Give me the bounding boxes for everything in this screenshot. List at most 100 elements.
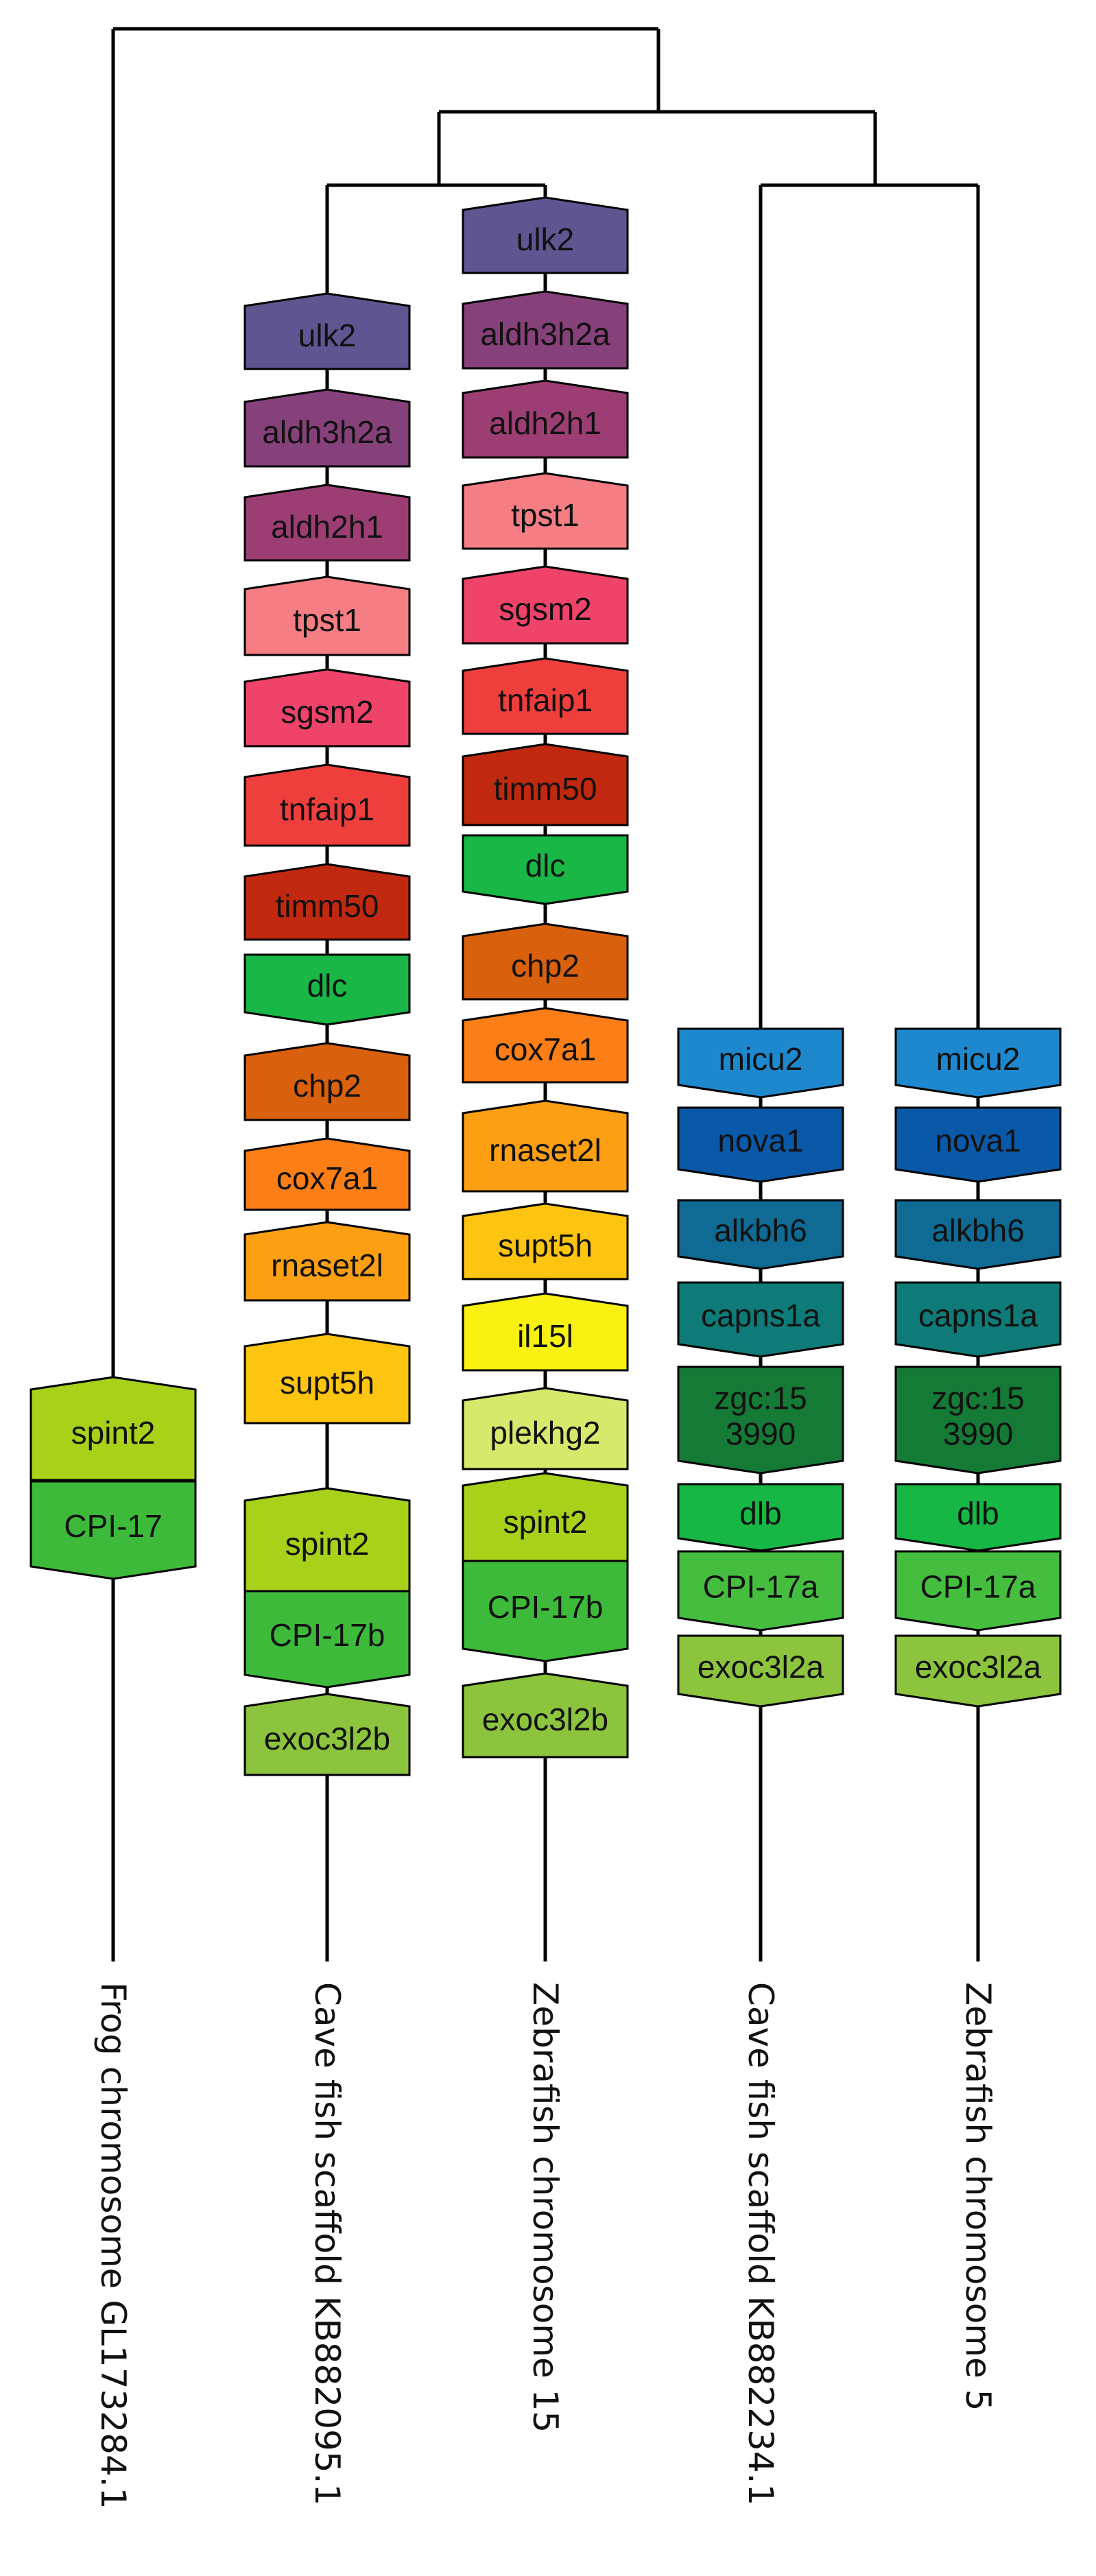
- gene-label: 3990: [943, 1416, 1013, 1452]
- gene-label: spint2: [71, 1415, 156, 1451]
- gene-arrow: [243, 292, 411, 370]
- gene-arrow: [462, 1560, 629, 1662]
- gene-label: plekhg2: [490, 1415, 600, 1451]
- gene-arrow: [894, 1634, 1062, 1708]
- gene-arrow: [677, 1365, 844, 1475]
- gene-block: dlb: [894, 1483, 1062, 1552]
- gene-arrow: [243, 388, 411, 468]
- gene-block: plekhg2: [462, 1387, 629, 1470]
- gene-arrow: [894, 1027, 1062, 1099]
- gene-arrow: [243, 1137, 411, 1211]
- gene-block: CPI-17b: [462, 1560, 629, 1662]
- gene-block: capns1a: [894, 1281, 1062, 1358]
- gene-arrow: [677, 1281, 844, 1358]
- gene-arrow: [677, 1199, 844, 1270]
- gene-arrow: [462, 290, 629, 370]
- gene-arrow: [29, 1480, 197, 1580]
- gene-arrow: [243, 763, 411, 847]
- gene-arrow: [462, 1007, 629, 1084]
- gene-block: ulk2: [462, 196, 629, 274]
- gene-label: CPI-17b: [270, 1617, 385, 1653]
- gene-block: cox7a1: [462, 1007, 629, 1084]
- gene-arrow: [243, 484, 411, 562]
- gene-block: timm50: [462, 743, 629, 826]
- gene-label: aldh2h1: [489, 405, 601, 441]
- gene-arrow: [462, 1292, 629, 1372]
- gene-block: alkbh6: [677, 1199, 844, 1270]
- gene-label: alkbh6: [931, 1213, 1025, 1248]
- gene-arrow: [29, 1376, 197, 1481]
- gene-label: micu2: [936, 1041, 1021, 1077]
- gene-track: micu2nova1alkbh6capns1azgc:153990dlbCPI-…: [677, 1027, 844, 1708]
- gene-label: CPI-17b: [488, 1589, 604, 1625]
- gene-arrow: [677, 1106, 844, 1183]
- gene-label: sgsm2: [281, 694, 373, 730]
- gene-label: micu2: [719, 1041, 803, 1077]
- gene-block: micu2: [894, 1027, 1062, 1099]
- gene-label: tnfaip1: [498, 682, 593, 718]
- gene-arrow: [243, 1221, 411, 1302]
- gene-arrow: [462, 1387, 629, 1470]
- gene-label: aldh3h2a: [262, 414, 392, 450]
- gene-block: exoc3l2a: [894, 1634, 1062, 1708]
- gene-block: exoc3l2a: [677, 1634, 844, 1708]
- gene-arrow: [462, 1672, 629, 1758]
- gene-arrow: [894, 1550, 1062, 1632]
- gene-arrow: [894, 1106, 1062, 1183]
- gene-block: spint2: [29, 1376, 197, 1481]
- gene-label: timm50: [494, 771, 597, 807]
- gene-block: tpst1: [243, 575, 411, 656]
- gene-label: chp2: [511, 948, 580, 983]
- gene-block: ulk2: [243, 292, 411, 370]
- gene-label: CPI-17a: [920, 1569, 1036, 1605]
- gene-block: chp2: [243, 1042, 411, 1121]
- gene-arrow: [462, 834, 629, 905]
- gene-block: sgsm2: [243, 668, 411, 748]
- gene-arrow: [894, 1483, 1062, 1552]
- gene-arrow: [894, 1199, 1062, 1270]
- gene-block: aldh2h1: [243, 484, 411, 562]
- gene-label: exoc3l2b: [482, 1702, 608, 1737]
- track-label: Zebrafish chromosome 5: [958, 1982, 998, 2411]
- gene-block: CPI-17: [29, 1480, 197, 1580]
- gene-block: micu2: [677, 1027, 844, 1099]
- gene-arrow: [462, 1202, 629, 1280]
- gene-block: tpst1: [462, 472, 629, 550]
- gene-label: CPI-17: [64, 1508, 162, 1544]
- gene-label: capns1a: [918, 1298, 1038, 1333]
- gene-label: ulk2: [516, 222, 574, 257]
- track-label: Cave fish scaffold KB882234.1: [741, 1982, 781, 2505]
- gene-block: aldh2h1: [462, 379, 629, 459]
- gene-arrow: [462, 196, 629, 274]
- gene-block: chp2: [462, 922, 629, 1001]
- gene-arrow: [462, 472, 629, 550]
- gene-block: nova1: [677, 1106, 844, 1183]
- gene-block: dlc: [462, 834, 629, 905]
- gene-block: il15l: [462, 1292, 629, 1372]
- track-label: Cave fish scaffold KB882095.1: [307, 1982, 347, 2505]
- gene-label: dlc: [525, 848, 566, 883]
- gene-block: spint2: [243, 1487, 411, 1593]
- gene-block: CPI-17a: [894, 1550, 1062, 1632]
- gene-block: exoc3l2b: [243, 1693, 411, 1776]
- gene-label: rnaset2l: [271, 1248, 383, 1283]
- gene-label: tpst1: [511, 497, 580, 533]
- gene-block: supt5h: [462, 1202, 629, 1280]
- gene-arrow: [677, 1634, 844, 1708]
- gene-label: capns1a: [701, 1298, 820, 1333]
- gene-block: capns1a: [677, 1281, 844, 1358]
- gene-tracks: spint2CPI-17ulk2aldh3h2aaldh2h1tpst1sgsm…: [29, 196, 1062, 1776]
- gene-label: tpst1: [293, 602, 361, 638]
- gene-arrow: [243, 575, 411, 656]
- gene-label: rnaset2l: [489, 1132, 601, 1168]
- gene-arrow: [462, 1099, 629, 1193]
- gene-label: exoc3l2b: [264, 1721, 390, 1756]
- gene-block: rnaset2l: [462, 1099, 629, 1193]
- gene-arrow: [462, 657, 629, 735]
- gene-label: zgc:15: [931, 1381, 1025, 1416]
- gene-arrow: [243, 1590, 411, 1689]
- gene-block: CPI-17a: [677, 1550, 844, 1632]
